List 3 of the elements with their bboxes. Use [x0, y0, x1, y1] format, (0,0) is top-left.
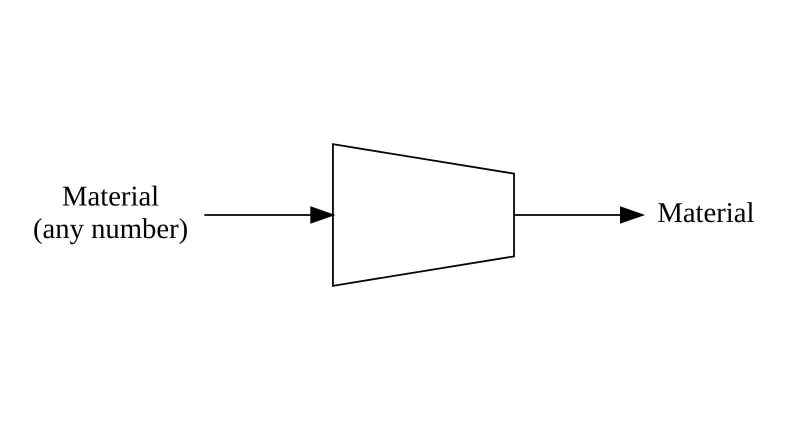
node-text: Material	[62, 180, 160, 212]
node-label: (any number)	[32, 212, 188, 244]
node-text: Material	[657, 196, 754, 228]
